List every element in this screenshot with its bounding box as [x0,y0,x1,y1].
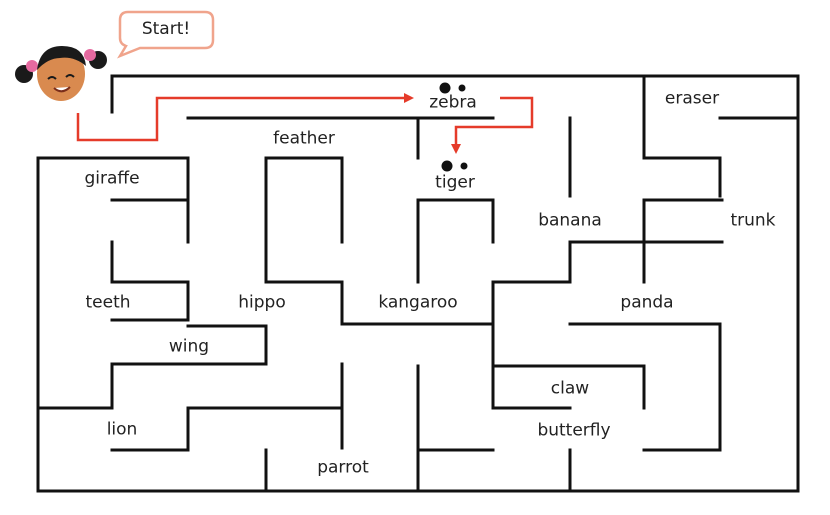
path-arrows [76,93,534,154]
tiger-dot-small [460,162,468,170]
tiger-dot-large [441,160,453,172]
word-tiger: tiger [435,172,475,193]
word-teeth: teeth [85,292,131,313]
maze-walls [36,74,800,493]
word-panda: panda [620,292,674,313]
zebra-dot-large [439,82,451,94]
word-hippo: hippo [238,292,286,313]
word-kangaroo: kangaroo [378,292,458,313]
word-butterfly: butterfly [537,420,611,441]
word-wing: wing [168,336,210,357]
word-claw: claw [550,378,590,399]
word-trunk: trunk [730,210,776,231]
word-banana: banana [538,210,602,231]
word-feather: feather [273,128,335,149]
word-eraser: eraser [664,88,720,109]
arrow-zebra-to-tiger [451,96,534,154]
word-giraffe: giraffe [84,168,140,189]
word-parrot: parrot [317,457,369,478]
zebra-dot-small [458,84,466,92]
girl-avatar [15,46,107,101]
word-lion: lion [106,419,138,440]
arrow-start-to-zebra [76,93,414,142]
dot-markers [439,82,468,172]
word-zebra: zebra [429,92,477,113]
speech-bubble [117,10,215,59]
speech-bubble-text: Start! [141,19,191,39]
